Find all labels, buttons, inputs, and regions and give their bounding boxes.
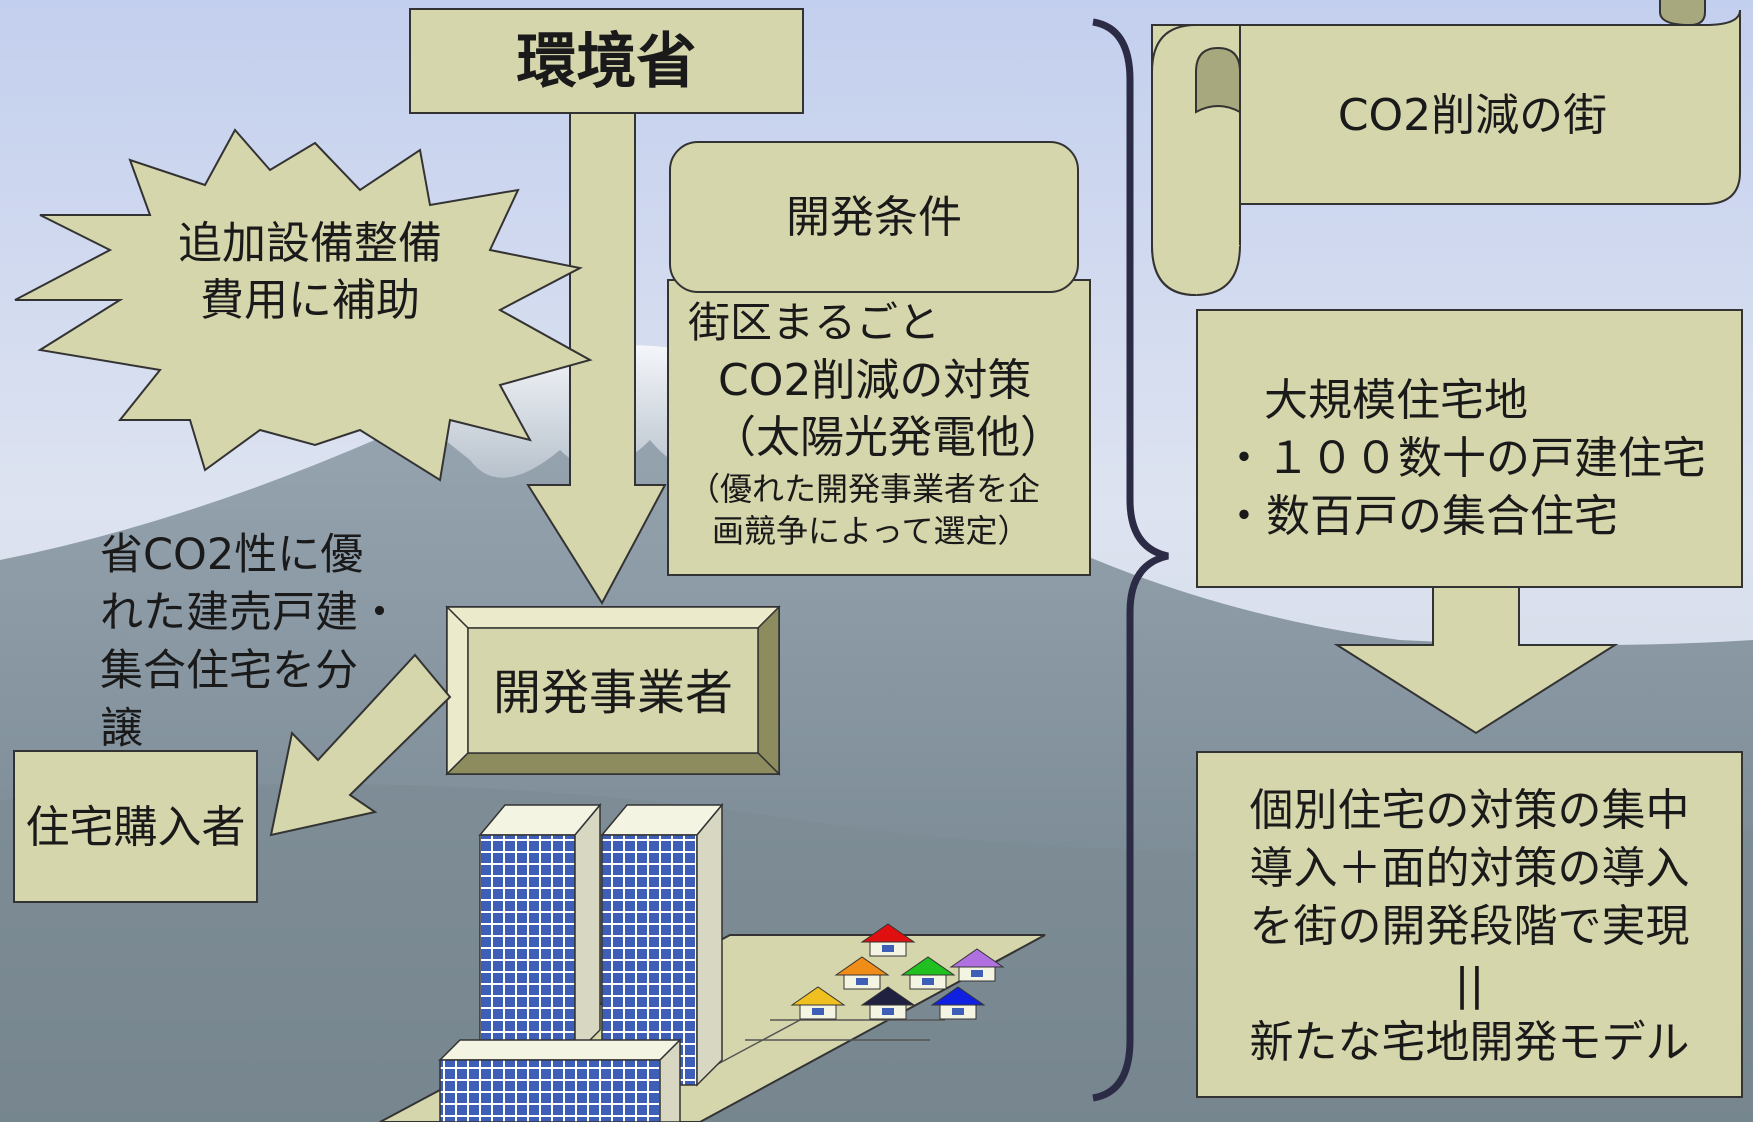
sale-note-line-4: 譲 bbox=[100, 704, 143, 754]
conditions-line-3: （太陽光発電他） bbox=[712, 412, 1064, 463]
sale-note-line-3: 集合住宅を分 bbox=[100, 646, 358, 696]
model-line-3: を街の開発段階で実現 bbox=[1249, 901, 1690, 952]
conditions-line-1: 街区まるごと bbox=[688, 298, 941, 347]
house bbox=[860, 986, 916, 1020]
subsidy-text: 追加設備整備 費用に補助 bbox=[140, 215, 480, 329]
subsidy-line-2: 費用に補助 bbox=[200, 275, 420, 326]
model-line-1: 個別住宅の対策の集中 bbox=[1249, 785, 1690, 836]
house bbox=[834, 956, 890, 990]
model-line-2: 導入＋面的対策の導入 bbox=[1249, 843, 1690, 894]
house bbox=[930, 986, 986, 1020]
developer-label: 開発事業者 bbox=[492, 665, 733, 721]
sale-note-line-2: れた建売戸建・ bbox=[100, 588, 401, 638]
model-text: 個別住宅の対策の集中 導入＋面的対策の導入 を街の開発段階で実現 || 新たな宅… bbox=[1197, 782, 1742, 1072]
buyer-label: 住宅購入者 bbox=[25, 802, 246, 853]
model-line-5: 新たな宅地開発モデル bbox=[1249, 1017, 1690, 1068]
right-down-arrow bbox=[1333, 586, 1619, 735]
house bbox=[949, 948, 1005, 982]
large-site-text: 大規模住宅地 ・１００数十の戸建住宅 ・数百戸の集合住宅 bbox=[1222, 372, 1706, 546]
ministry-box bbox=[409, 8, 804, 114]
scroll-banner bbox=[1151, 0, 1741, 297]
house bbox=[860, 923, 916, 957]
subsidy-starburst bbox=[14, 128, 593, 482]
sale-note-line-1: 省CO2性に優 bbox=[100, 530, 364, 580]
conditions-line-4: （優れた開発事業者を企 bbox=[688, 470, 1041, 508]
sale-arrow bbox=[269, 653, 452, 837]
conditions-line-2: CO2削減の対策 bbox=[718, 355, 1032, 406]
scroll-label: CO2削減の街 bbox=[1337, 90, 1608, 141]
large-site-box bbox=[1196, 309, 1743, 588]
house-cluster bbox=[790, 923, 1005, 1020]
conditions-box bbox=[667, 279, 1091, 576]
conditions-heading: 開発条件 bbox=[786, 192, 962, 243]
buyer-box bbox=[13, 750, 258, 903]
house bbox=[900, 956, 956, 990]
conditions-heading-box bbox=[669, 141, 1079, 293]
developer-box bbox=[445, 605, 781, 776]
model-box bbox=[1196, 751, 1743, 1098]
down-arrow bbox=[526, 109, 667, 605]
large-site-line-2: ・１００数十の戸建住宅 bbox=[1222, 433, 1706, 484]
large-site-line-3: ・数百戸の集合住宅 bbox=[1222, 491, 1618, 542]
subsidy-line-1: 追加設備整備 bbox=[178, 218, 442, 269]
model-line-4: || bbox=[1454, 959, 1485, 1010]
group-bracket bbox=[1092, 18, 1169, 1102]
conditions-line-5: 画競争によって選定） bbox=[712, 512, 1030, 550]
large-site-line-1: 大規模住宅地 bbox=[1264, 375, 1528, 426]
ministry-label: 環境省 bbox=[516, 27, 697, 97]
sale-note: 省CO2性に優 れた建売戸建・ 集合住宅を分 譲 bbox=[100, 526, 401, 758]
house bbox=[790, 986, 846, 1020]
